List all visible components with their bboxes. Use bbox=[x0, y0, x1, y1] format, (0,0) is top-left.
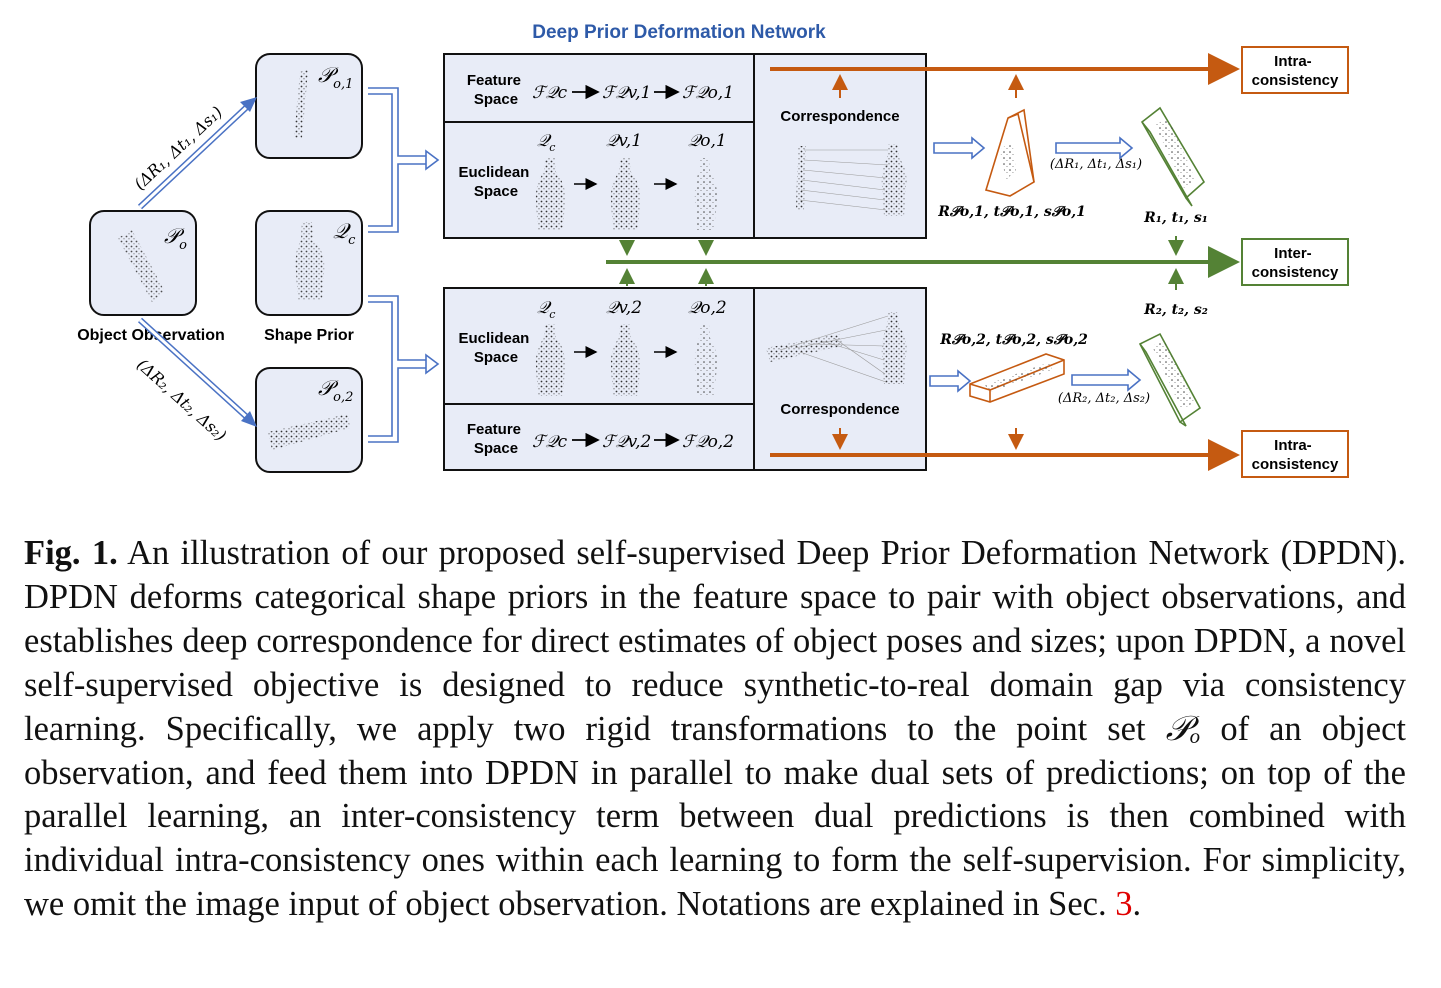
bottom-intra-label: Intra- consistency bbox=[1252, 437, 1339, 473]
bottom-transform-label: (ΔR₂, Δt₂, Δs₂) bbox=[1058, 391, 1150, 406]
p-o1-pointcloud bbox=[294, 70, 308, 138]
bottom-fq-o2: ℱ𝒬o,2 bbox=[682, 432, 734, 452]
top-fq-v1: ℱ𝒬v,1 bbox=[602, 83, 651, 103]
top-bottle-observed bbox=[694, 158, 718, 230]
shape-prior-label: Shape Prior bbox=[264, 327, 354, 344]
top-q-c: 𝒬c bbox=[537, 131, 555, 154]
top-bottle-prior bbox=[535, 158, 566, 230]
bottom-pose-gt: R₂, t₂, s₂ bbox=[1143, 302, 1208, 318]
p-o2-pointcloud bbox=[268, 414, 350, 450]
top-pose-gt: R₁, t₁, s₁ bbox=[1143, 210, 1208, 226]
p-o1-box bbox=[255, 53, 363, 159]
bottom-bottle-observed bbox=[694, 324, 718, 396]
bottom-gt-bbox bbox=[1138, 332, 1202, 427]
bottom-pose-pred: R𝒫o,2, t𝒫o,2, s𝒫o,2 bbox=[939, 332, 1088, 348]
bottom-transform-arrow bbox=[1071, 368, 1142, 392]
figure-caption: Fig. 1. An illustration of our proposed … bbox=[24, 532, 1406, 927]
top-pred-bbox bbox=[984, 108, 1035, 197]
transform-arrow-1 bbox=[137, 97, 257, 210]
top-intra-box bbox=[1241, 46, 1349, 94]
caption-math-po: 𝒫ₒ bbox=[1165, 709, 1201, 748]
caption-text-1: An illustration of our proposed self-sup… bbox=[24, 534, 1406, 748]
q-c-symbol: 𝒬c bbox=[333, 219, 356, 248]
section-reference-link[interactable]: 3 bbox=[1115, 885, 1133, 924]
transform-2-label: (ΔR₂, Δt₂, Δs₂) bbox=[133, 355, 230, 445]
shape-prior-pointcloud bbox=[295, 222, 325, 300]
bottom-bottle-prior bbox=[535, 324, 566, 396]
bottom-intra-box bbox=[1241, 430, 1349, 478]
top-q-v1: 𝒬v,1 bbox=[606, 131, 642, 151]
caption-text-3: . bbox=[1132, 885, 1142, 924]
top-transform-arrow bbox=[1055, 136, 1134, 160]
transform-1-label: (ΔR₁, Δt₁, Δs₁) bbox=[130, 102, 226, 193]
inter-box bbox=[1241, 238, 1349, 286]
top-bottle-deformed bbox=[610, 158, 641, 230]
bottom-fq-c: ℱ𝒬c bbox=[532, 432, 568, 452]
caption-label: Fig. 1. bbox=[24, 534, 118, 572]
merge-bracket-top bbox=[368, 87, 440, 233]
bottom-pred-bbox bbox=[969, 353, 1065, 403]
bottom-q-c: 𝒬c bbox=[537, 298, 555, 321]
object-observation-pointcloud bbox=[118, 230, 165, 302]
inter-label: Inter- consistency bbox=[1252, 245, 1339, 281]
figure-title: Deep Prior Deformation Network bbox=[532, 22, 826, 43]
top-q-o1: 𝒬o,1 bbox=[688, 131, 727, 151]
transform-arrow-2 bbox=[137, 317, 257, 427]
top-gt-bbox bbox=[1140, 106, 1206, 207]
bottom-euclidean-space-label: Euclidean Space bbox=[458, 330, 533, 366]
top-correspondence-visual bbox=[796, 144, 907, 216]
top-intra-label: Intra- consistency bbox=[1252, 53, 1339, 89]
top-euclidean-space-label: Euclidean Space bbox=[458, 164, 533, 200]
dpdn-figure: Deep Prior Deformation Network 𝒫o Object… bbox=[77, 22, 1349, 478]
top-fq-c: ℱ𝒬c bbox=[532, 83, 568, 103]
bottom-correspondence-label: Correspondence bbox=[780, 401, 899, 418]
caption-text-2: of an object observation, and feed them … bbox=[24, 709, 1406, 924]
top-correspondence-label: Correspondence bbox=[780, 108, 899, 125]
bottom-correspondence-visual bbox=[766, 312, 907, 384]
top-output-arrow bbox=[933, 136, 986, 160]
bottom-feature-space-label: Feature Space bbox=[467, 421, 525, 457]
bottom-bottle-deformed bbox=[610, 324, 641, 396]
object-observation-label: Object Observation bbox=[77, 327, 225, 344]
top-pose-pred: R𝒫o,1, t𝒫o,1, s𝒫o,1 bbox=[937, 204, 1086, 220]
bottom-fq-v2: ℱ𝒬v,2 bbox=[602, 432, 651, 452]
top-fq-o1: ℱ𝒬o,1 bbox=[682, 83, 734, 103]
bottom-q-o2: 𝒬o,2 bbox=[688, 298, 727, 318]
bottom-output-arrow bbox=[929, 369, 972, 393]
bottom-q-v2: 𝒬v,2 bbox=[606, 298, 642, 318]
top-transform-label: (ΔR₁, Δt₁, Δs₁) bbox=[1050, 157, 1142, 172]
top-feature-space-label: Feature Space bbox=[467, 72, 525, 108]
merge-bracket-bottom bbox=[368, 295, 440, 443]
